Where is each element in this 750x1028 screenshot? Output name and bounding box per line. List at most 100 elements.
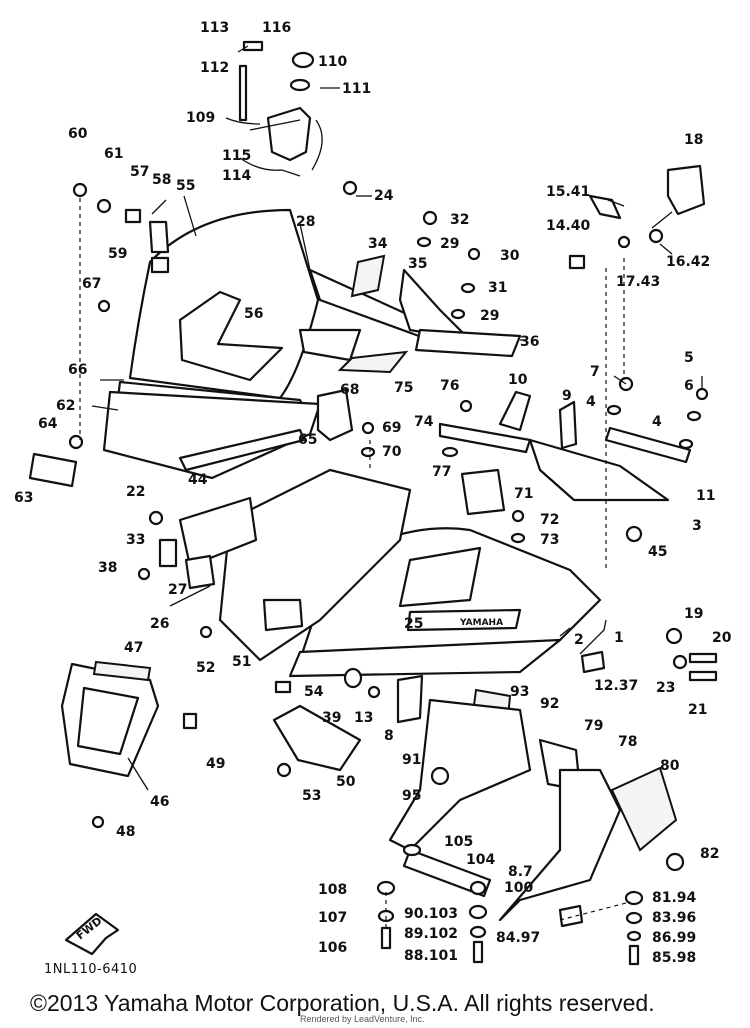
callout-68: 68	[340, 382, 359, 398]
callout-60: 60	[68, 126, 88, 142]
callout-74: 74	[414, 414, 434, 430]
callout-92: 92	[540, 696, 559, 712]
callout-61: 61	[104, 146, 123, 162]
callout-80: 80	[660, 758, 680, 774]
part-106-bolt	[380, 926, 392, 950]
part-46-cover-inner	[76, 686, 140, 756]
part-67-screw	[97, 299, 111, 313]
callout-93: 93	[510, 684, 529, 700]
callout-52: 52	[196, 660, 215, 676]
part-12-clip	[580, 650, 606, 674]
callout-10: 10	[508, 372, 528, 388]
part-15-bracket	[588, 194, 622, 220]
callout-107: 107	[318, 910, 347, 926]
callout-2: 2	[574, 632, 584, 648]
part-52-bolt	[199, 625, 213, 639]
callout-106: 106	[318, 940, 347, 956]
part-20-bolt	[688, 652, 718, 664]
callout-105: 105	[444, 834, 473, 850]
part-88-bolt	[472, 940, 484, 964]
callout-56: 56	[244, 306, 263, 322]
callout-8-7: 8.7	[508, 864, 533, 880]
callout-54: 54	[304, 684, 324, 700]
part-2-lower-fairing	[288, 638, 562, 678]
callout-4a: 4	[586, 394, 596, 410]
callout-79: 79	[584, 718, 603, 734]
part-24-screw	[342, 180, 358, 196]
callout-48: 48	[116, 824, 135, 840]
part-reservoir-hose	[311, 119, 323, 171]
part-31-washer	[460, 282, 476, 294]
callout-114: 114	[222, 168, 251, 184]
callout-19: 19	[684, 606, 703, 622]
callout-32: 32	[450, 212, 469, 228]
part-19-grommet	[665, 627, 683, 645]
part-5-screw	[695, 387, 709, 401]
part-25-emblem	[406, 608, 522, 632]
part-39-grommet	[343, 667, 363, 689]
part-115-hose	[239, 157, 301, 177]
callout-95: 95	[402, 788, 421, 804]
callout-88-101: 88.101	[404, 948, 458, 964]
callout-9: 9	[562, 388, 572, 404]
part-74-rail	[438, 422, 532, 454]
part-60-bolt	[72, 182, 88, 198]
part-cowl-stay	[298, 328, 362, 362]
part-36-panel	[414, 328, 522, 358]
part-86-washer	[626, 930, 642, 942]
callout-1: 1	[614, 630, 624, 646]
part-4b-washer	[678, 438, 694, 450]
part-87-collar	[469, 880, 487, 896]
callout-89-102: 89.102	[404, 926, 458, 942]
part-18-box	[666, 164, 706, 216]
callout-50: 50	[336, 774, 356, 790]
callout-57: 57	[130, 164, 149, 180]
callout-58: 58	[152, 172, 171, 188]
part-65-trim	[178, 428, 306, 472]
callout-22: 22	[126, 484, 145, 500]
part-10-hose	[498, 390, 532, 432]
callout-67: 67	[82, 276, 101, 292]
callout-90-103: 90.103	[404, 906, 458, 922]
callout-53: 53	[302, 788, 321, 804]
part-17-nut	[617, 235, 631, 249]
part-9-bracket	[558, 400, 578, 450]
part-89-collar	[469, 925, 487, 939]
part-112-bolt	[238, 64, 248, 122]
callout-71: 71	[514, 486, 533, 502]
part-77-clip	[441, 446, 459, 458]
callout-17-43: 17.43	[616, 274, 660, 290]
callout-51: 51	[232, 654, 251, 670]
callout-5: 5	[684, 350, 694, 366]
callout-116: 116	[262, 20, 291, 36]
callout-81-94: 81.94	[652, 890, 697, 906]
part-48-screw	[91, 815, 105, 829]
callout-65: 65	[298, 432, 317, 448]
callout-18: 18	[684, 132, 703, 148]
callout-13: 13	[354, 710, 373, 726]
part-57-grommet	[124, 208, 142, 224]
callout-55: 55	[176, 178, 195, 194]
callout-70: 70	[382, 444, 402, 460]
callout-73: 73	[540, 532, 559, 548]
part-8-pad	[396, 674, 424, 724]
brand-marking: YAMAHA	[459, 618, 503, 628]
callout-29b: 29	[480, 308, 499, 324]
callout-84-97: 84.97	[496, 930, 540, 946]
callout-115: 115	[222, 148, 251, 164]
callout-3: 3	[692, 518, 702, 534]
part-92-lower-cover	[388, 698, 532, 852]
callout-104: 104	[466, 852, 495, 868]
callout-59: 59	[108, 246, 127, 262]
part-22-bolt	[148, 510, 164, 526]
callout-25: 25	[404, 616, 423, 632]
callout-45: 45	[648, 544, 667, 560]
part-83-collar	[625, 911, 643, 925]
part-69-screw	[361, 421, 375, 435]
callout-85-98: 85.98	[652, 950, 696, 966]
part-110-cap	[291, 51, 315, 69]
part-80-grille	[610, 766, 678, 852]
part-54-clip	[274, 680, 292, 694]
part-95-grommet	[430, 766, 450, 786]
